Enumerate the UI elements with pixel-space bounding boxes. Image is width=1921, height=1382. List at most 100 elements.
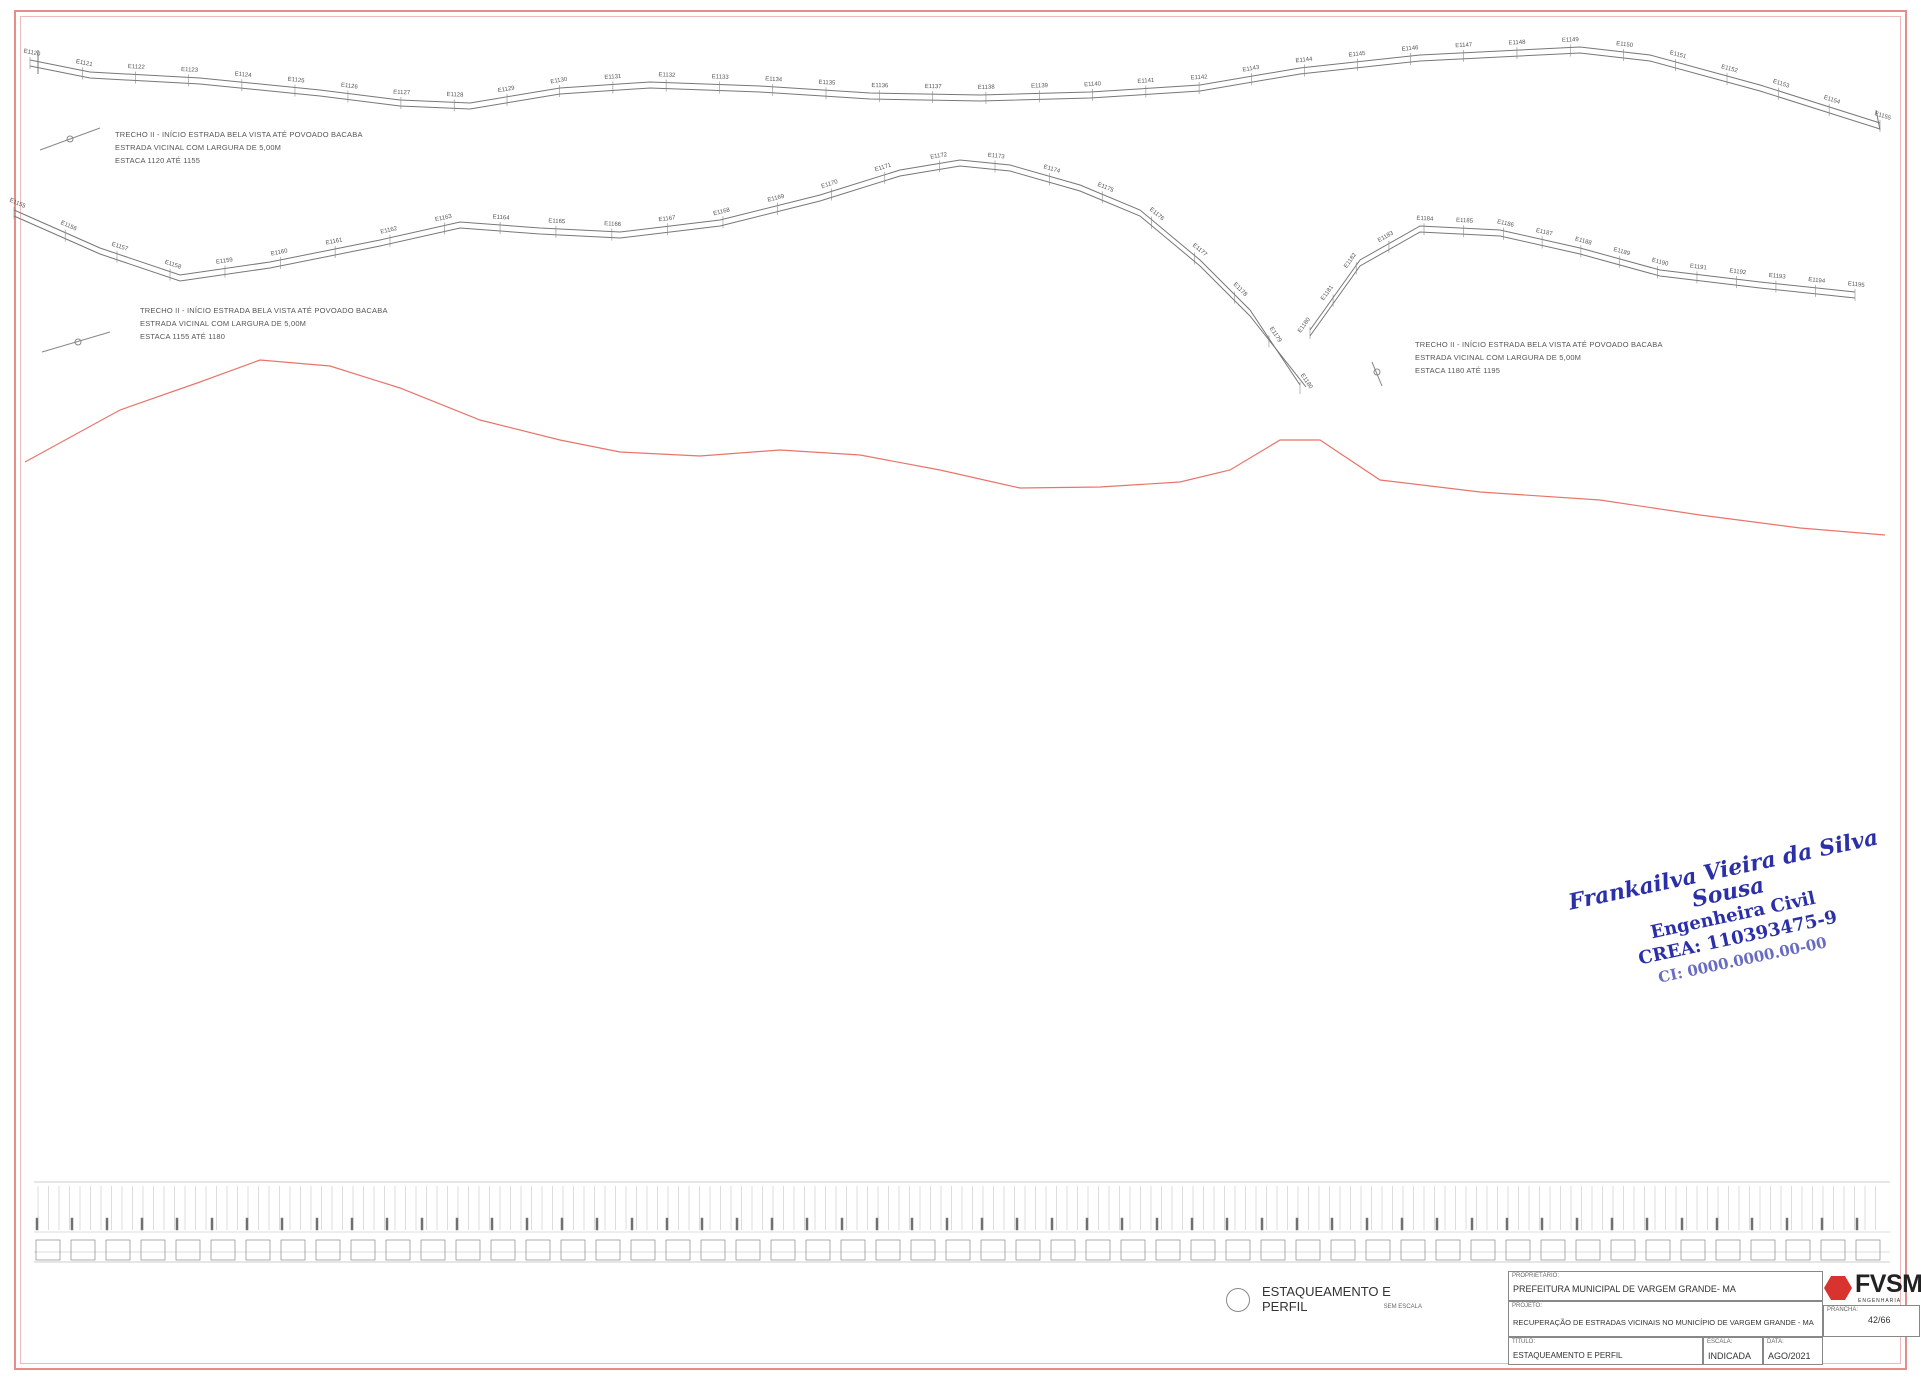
profile-station-mark: [980, 1217, 984, 1231]
profile-station-mark: [1190, 1217, 1194, 1231]
profile-station-cell: [1260, 1239, 1286, 1261]
route-middle-note-line-2: ESTRADA VICINAL COM LARGURA DE 5,00M: [140, 319, 307, 328]
station-label: E1151: [1669, 50, 1688, 60]
station-label: E1166: [604, 221, 622, 228]
title-value: ESTAQUEAMENTO E PERFIL: [1513, 1351, 1623, 1360]
profile-station-mark: [1855, 1217, 1859, 1231]
profile-station-mark: [1505, 1217, 1509, 1231]
station-label: E1149: [1562, 37, 1580, 44]
route-middle-note-line-3: ESTACA 1155 ATÉ 1180: [140, 332, 226, 341]
route-right-note-line-1: TRECHO II - INÍCIO ESTRADA BELA VISTA AT…: [1415, 340, 1663, 349]
station-label: E1137: [925, 84, 943, 90]
profile-station-mark: [875, 1217, 879, 1231]
profile-station-mark: [1260, 1217, 1264, 1231]
profile-station-cell: [980, 1239, 1006, 1261]
profile-station-cell: [1540, 1239, 1566, 1261]
station-label: E1163: [435, 214, 453, 224]
route-middle-note: TRECHO II - INÍCIO ESTRADA BELA VISTA AT…: [140, 304, 388, 343]
station-label: E1120: [23, 49, 41, 58]
date-cell: DATA: AGO/2021: [1763, 1337, 1823, 1365]
profile-station-cell: [1190, 1239, 1216, 1261]
station-label: E1162: [380, 226, 398, 236]
title-cell: TÍTULO: ESTAQUEAMENTO E PERFIL: [1508, 1337, 1703, 1365]
station-label: E1175: [1096, 182, 1115, 194]
profile-station-mark: [840, 1217, 844, 1231]
sheet-number-label: PRANCHA:: [1827, 1307, 1859, 1313]
profile-station-mark: [1225, 1217, 1229, 1231]
sheet-title: ESTAQUEAMENTO E PERFIL: [1262, 1284, 1391, 1314]
sheet-number-value: 42/66: [1868, 1315, 1891, 1325]
station-label: E1153: [1772, 79, 1791, 90]
station-label: E1191: [1689, 264, 1707, 272]
profile-station-mark: [315, 1217, 319, 1231]
route-right-note: TRECHO II - INÍCIO ESTRADA BELA VISTA AT…: [1415, 338, 1663, 377]
route-right-note-line-3: ESTACA 1180 ATÉ 1195: [1415, 366, 1501, 375]
profile-station-cell: [315, 1239, 341, 1261]
profile-station-cell: [1855, 1239, 1881, 1261]
station-label: E1122: [128, 64, 146, 71]
logo-text: FVSM: [1855, 1270, 1921, 1298]
station-label: E1139: [1031, 83, 1049, 89]
profile-station-cell: [945, 1239, 971, 1261]
profile-station-grid: [34, 1181, 1890, 1263]
station-label: E1134: [765, 76, 783, 83]
profile-station-mark: [350, 1217, 354, 1231]
profile-station-mark: [525, 1217, 529, 1231]
station-label: E1158: [164, 260, 183, 271]
owner-value: PREFEITURA MUNICIPAL DE VARGEM GRANDE- M…: [1513, 1284, 1736, 1294]
station-label: E1184: [1416, 216, 1434, 223]
sheet-title-scale-note: SEM ESCALA: [1383, 1304, 1422, 1310]
scale-label: ESCALA:: [1707, 1339, 1733, 1345]
north-arrow-2: [41, 331, 111, 353]
profile-station-cell: [1050, 1239, 1076, 1261]
station-label: E1192: [1729, 268, 1747, 276]
route-top-note-line-3: ESTACA 1120 ATÉ 1155: [115, 156, 201, 165]
profile-station-mark: [1365, 1217, 1369, 1231]
profile-station-mark: [1610, 1217, 1614, 1231]
profile-station-cell: [280, 1239, 306, 1261]
station-label: E1148: [1508, 40, 1526, 47]
station-label: E1167: [658, 215, 676, 223]
route-top-note: TRECHO II - INÍCIO ESTRADA BELA VISTA AT…: [115, 128, 363, 167]
profile-station-cell: [1015, 1239, 1041, 1261]
route-top: [29, 46, 1881, 131]
station-label: E1174: [1043, 164, 1062, 175]
station-label: E1124: [234, 71, 252, 79]
sheet-inner-border: [20, 16, 1901, 1364]
route-right-note-line-2: ESTRADA VICINAL COM LARGURA DE 5,00M: [1415, 353, 1582, 362]
profile-station-mark: [1120, 1217, 1124, 1231]
profile-station-cell: [1610, 1239, 1636, 1261]
project-value: RECUPERAÇÃO DE ESTRADAS VICINAIS NO MUNI…: [1513, 1318, 1814, 1327]
station-label: E1145: [1348, 51, 1366, 59]
logo-subtext: ENGENHARIA: [1858, 1298, 1902, 1304]
profile-station-cell: [1435, 1239, 1461, 1261]
profile-station-cell: [735, 1239, 761, 1261]
sheet-border: [14, 10, 1907, 1370]
title-circle-marker: [1226, 1288, 1250, 1312]
station-label: E1138: [978, 85, 996, 91]
station-label: E1155: [1874, 111, 1893, 122]
profile-station-cell: [665, 1239, 691, 1261]
station-label: E1157: [111, 242, 130, 253]
station-label: E1170: [821, 179, 840, 190]
route-top-note-line-2: ESTRADA VICINAL COM LARGURA DE 5,00M: [115, 143, 282, 152]
profile-station-mark: [910, 1217, 914, 1231]
profile-station-cell: [420, 1239, 446, 1261]
terrain-profile-line: [24, 359, 1886, 536]
station-label: E1150: [1616, 41, 1634, 49]
station-label: E1189: [1613, 247, 1632, 257]
station-label: E1135: [818, 80, 836, 87]
station-label: E1177: [1191, 243, 1208, 259]
station-label: E1185: [1456, 218, 1474, 225]
profile-station-mark: [105, 1217, 109, 1231]
station-label: E1126: [341, 83, 359, 91]
station-label: E1165: [548, 218, 566, 225]
profile-station-cell: [805, 1239, 831, 1261]
profile-station-mark: [385, 1217, 389, 1231]
station-label: E1160: [270, 248, 288, 257]
route-middle: [13, 159, 1307, 388]
profile-station-mark: [1155, 1217, 1159, 1231]
profile-station-mark: [1680, 1217, 1684, 1231]
